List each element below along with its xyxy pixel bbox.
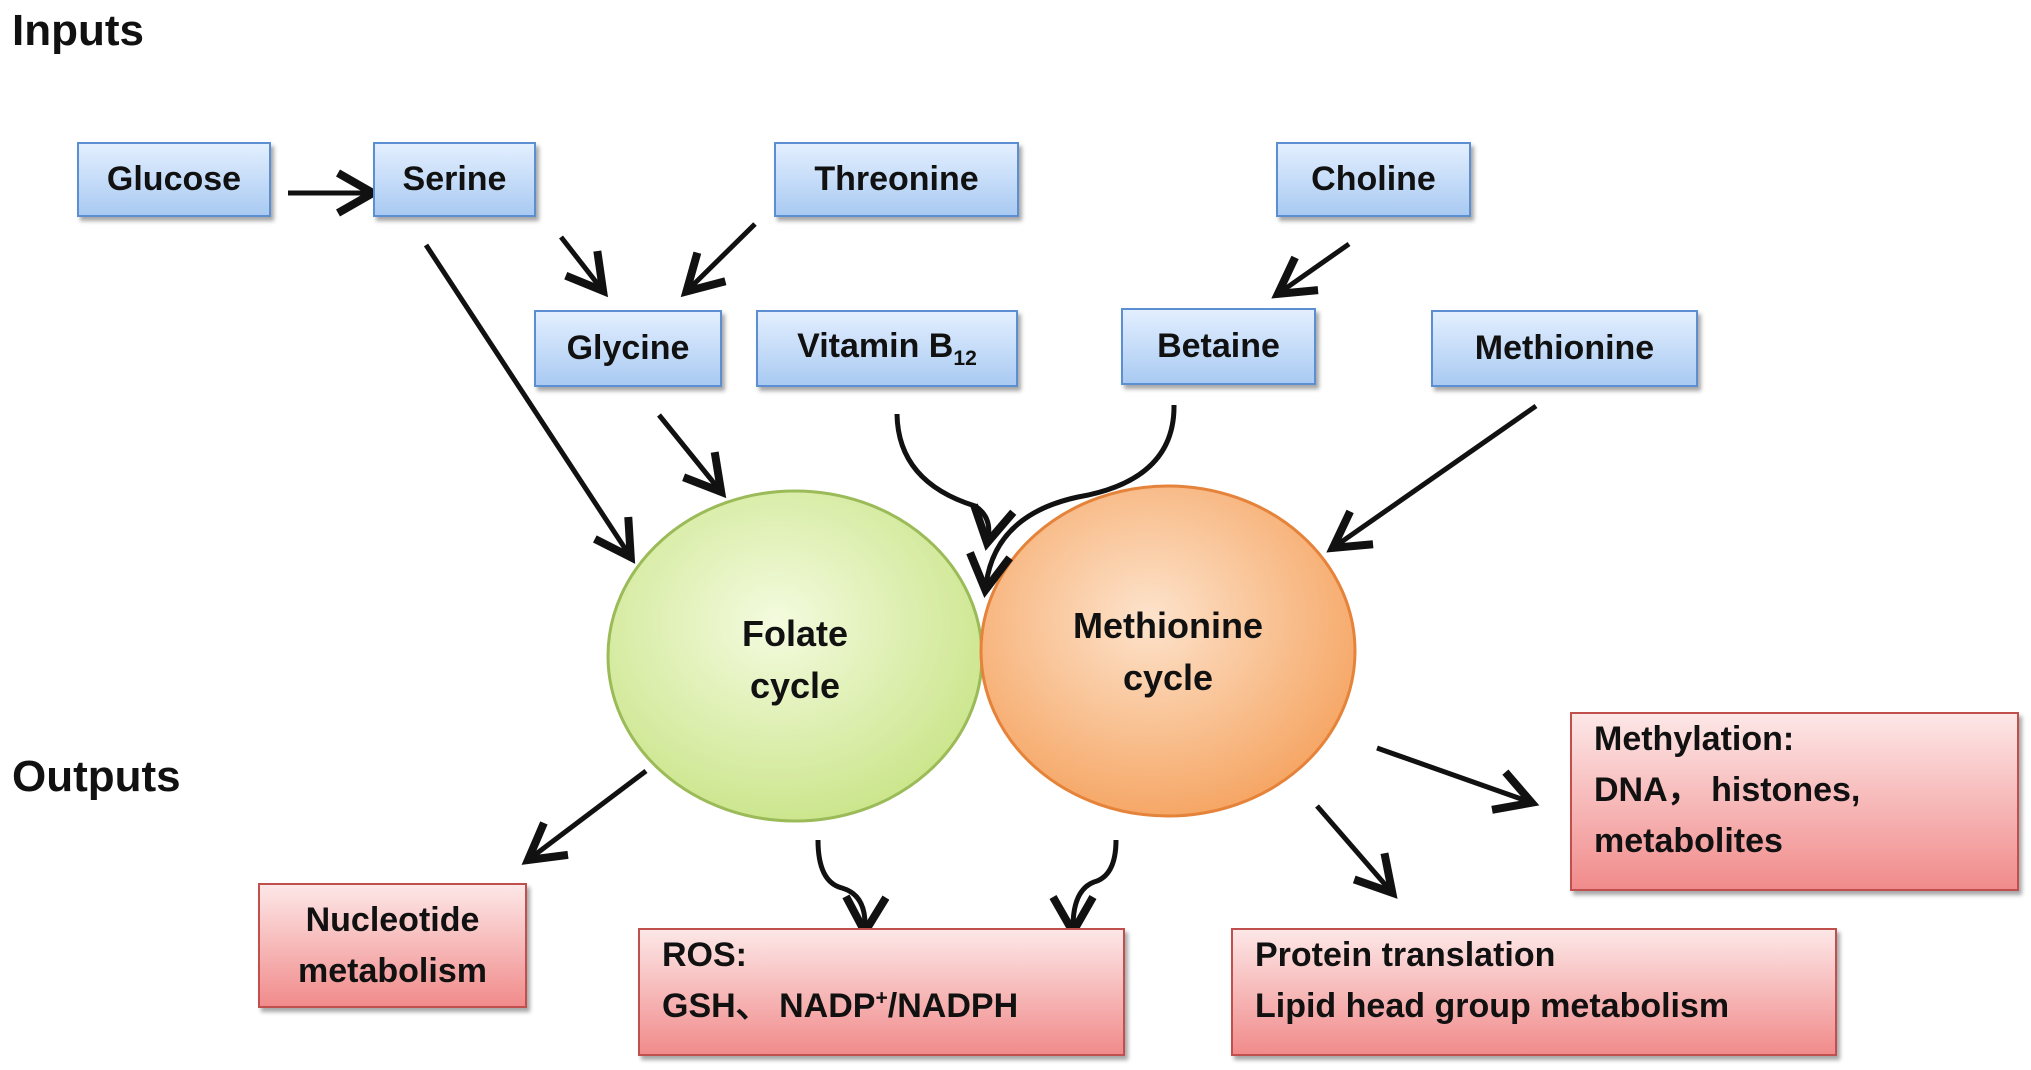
serine-box: Serine <box>373 142 536 217</box>
methylation-box: Methylation: DNA， histones, metabolites <box>1570 712 2019 891</box>
methionine-cycle-label: Methionine cycle <box>1073 605 1263 699</box>
choline-label: Choline <box>1311 160 1436 198</box>
arrow-serine-glycine <box>559 235 609 298</box>
ros-line2: GSH、 NADP+/NADPH <box>662 986 1019 1025</box>
glucose-box: Glucose <box>77 142 271 217</box>
serine-label: Serine <box>402 160 507 198</box>
nucleotide-line2: metabolism <box>298 951 487 990</box>
folate-cycle-label: Folate cycle <box>741 613 848 707</box>
methionine-cycle-circle <box>979 484 1357 818</box>
arrow-serine-folate <box>423 243 636 564</box>
betaine-label: Betaine <box>1157 327 1280 365</box>
arrow-glycine-folate <box>657 413 727 499</box>
protein-lipid-box: Protein translation Lipid head group met… <box>1231 928 1837 1056</box>
nucleotide-metabolism-box: Nucleotide metabolism <box>258 883 527 1008</box>
ros-box: ROS: GSH、 NADP+/NADPH <box>638 928 1125 1056</box>
vitamin-b12-label: Vitamin B12 <box>797 326 977 370</box>
choline-box: Choline <box>1276 142 1471 217</box>
arrow-methionine-methionine-cycle <box>1326 403 1538 553</box>
glycine-box: Glycine <box>534 310 722 387</box>
arrow-methionine-protein <box>1315 804 1398 899</box>
methionine-box: Methionine <box>1431 310 1698 387</box>
betaine-box: Betaine <box>1121 308 1316 385</box>
arrow-threonine-glycine <box>680 222 757 298</box>
outputs-label: Outputs <box>12 752 181 801</box>
threonine-label: Threonine <box>814 160 979 198</box>
arrow-methionine-ros <box>1049 839 1119 941</box>
arrow-folate-nucleotide <box>521 769 648 865</box>
inputs-label: Inputs <box>12 6 144 55</box>
arrow-betaine-methionine-cycle <box>966 404 1177 598</box>
methylation-line2: DNA， histones, <box>1594 771 1861 809</box>
arrow-folate-ros <box>815 839 890 941</box>
arrow-choline-betaine <box>1271 241 1351 299</box>
ros-line1: ROS: <box>662 936 747 974</box>
methylation-line1: Methylation: <box>1594 720 1795 758</box>
vitamin-b12-box: Vitamin B12 <box>756 310 1018 387</box>
methylation-line3: metabolites <box>1594 822 1783 860</box>
arrow-methionine-methylation <box>1376 745 1540 814</box>
protein-line1: Protein translation <box>1255 936 1556 974</box>
methionine-label: Methionine <box>1474 329 1655 367</box>
protein-line2: Lipid head group metabolism <box>1255 987 1730 1025</box>
nucleotide-line1: Nucleotide <box>305 900 480 939</box>
glucose-label: Glucose <box>106 160 242 198</box>
arrow-vitamin-b12-cycles <box>894 413 1017 551</box>
glycine-label: Glycine <box>566 329 690 367</box>
threonine-box: Threonine <box>774 142 1019 217</box>
